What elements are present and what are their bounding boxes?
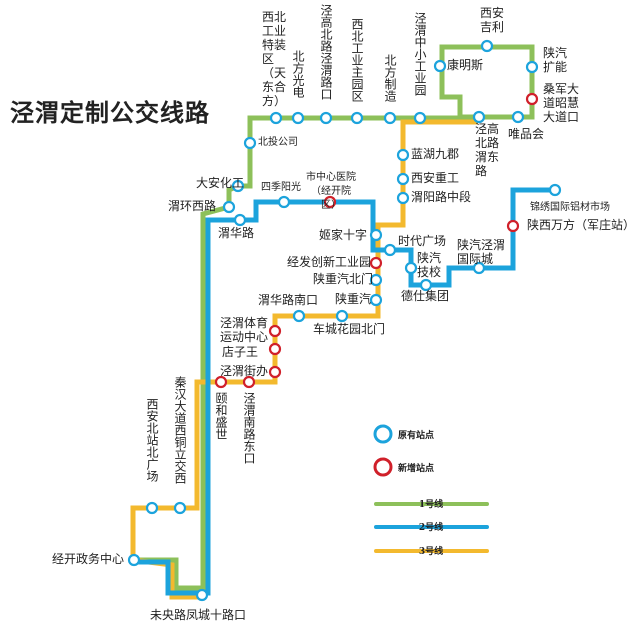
legend-new-station-icon [373,457,393,477]
station-label: 颐和盛世 [214,392,228,440]
station-marker[interactable] [243,136,257,150]
station-marker[interactable] [214,375,228,389]
station-marker[interactable] [268,342,282,356]
station-marker[interactable] [548,183,562,197]
station-marker[interactable] [472,261,486,275]
station-marker[interactable] [323,195,337,209]
station-marker[interactable] [145,501,159,515]
station-marker[interactable] [472,110,486,124]
station-marker[interactable] [369,293,383,307]
station-label: 车城花园北门 [313,322,386,336]
station-label: 未央路凤城十路口 [150,608,247,622]
station-marker[interactable] [396,191,410,205]
station-marker[interactable] [413,111,427,125]
station-label: 北方制造 [383,54,397,102]
station-label: 泾渭南路东口 [242,392,256,464]
station-marker[interactable] [292,309,306,323]
station-marker[interactable] [195,588,209,602]
station-marker[interactable] [242,375,256,389]
station-marker[interactable] [350,111,364,125]
legend-new-label: 新增站点 [398,464,435,474]
legend-line-2-label: 2号线 [418,523,444,533]
station-marker[interactable] [173,501,187,515]
station-label: 西安吉利 [480,6,505,34]
legend-original-label: 原有站点 [398,431,435,441]
station-label: 四季阳光 [261,182,301,193]
station-label: 泾高北路渭东路 [475,122,500,178]
station-label: 泾渭中小工业园 [413,12,427,96]
station-label: 渭华路 [218,226,255,240]
station-marker[interactable] [433,59,447,73]
station-label: 唯品会 [508,127,545,141]
station-label: 经开政务中心 [52,552,125,566]
station-marker[interactable] [404,261,418,275]
station-marker[interactable] [369,273,383,287]
station-label: 店子王 [222,345,259,359]
map-title: 泾渭定制公交线路 [10,99,210,127]
station-label: 渭阳路中段 [411,190,472,204]
station-label: 陕汽技校 [417,251,442,279]
station-label: 泾渭体育运动中心 [220,316,269,344]
station-marker[interactable] [335,309,349,323]
station-marker[interactable] [511,110,525,124]
station-label: 北投公司 [258,137,298,148]
station-label: 陕汽扩能 [543,46,568,74]
station-label: 西安重工 [411,171,460,185]
station-label: 蓝湖九郡 [411,147,460,161]
station-label: 泾高北路泾渭路口 [319,4,333,100]
station-marker[interactable] [277,195,291,209]
line-1 [134,44,535,591]
station-marker[interactable] [233,213,247,227]
station-label: 康明斯 [447,58,484,72]
station-marker[interactable] [268,365,282,379]
station-marker[interactable] [383,243,397,257]
station-marker[interactable] [369,256,383,270]
station-marker[interactable] [127,553,141,567]
station-marker[interactable] [480,39,494,53]
legend-line-1-label: 1号线 [418,500,444,510]
station-label: 西北工业主园区 [350,18,364,102]
station-marker[interactable] [506,219,520,233]
station-marker[interactable] [319,111,333,125]
station-marker[interactable] [396,172,410,186]
station-label: 秦汉大道西铜立交西 [173,376,187,484]
station-label: 姬家十字 [319,228,368,242]
legend-line-3-label: 3号线 [418,547,444,557]
station-marker[interactable] [419,278,433,292]
station-label: 陕重汽 [335,292,372,306]
station-label: 泾渭街办 [220,364,269,378]
station-label: 桑军大道昭慧大道口 [543,82,580,124]
line-2 [134,187,555,596]
station-marker[interactable] [269,111,283,125]
station-label: 渭环西路 [168,199,217,213]
station-label: 西安北站北广场 [145,398,159,482]
station-label: 锦绣国际铝材市场 [530,202,610,213]
station-label: 渭华路南口 [258,293,319,307]
station-label: 德仕集团 [401,289,450,303]
station-marker[interactable] [369,228,383,242]
station-label: 时代广场 [398,234,447,248]
station-marker[interactable] [222,200,236,214]
station-marker[interactable] [525,60,539,74]
station-label: 陕重汽北门 [313,272,374,286]
legend-original-station-icon [373,424,393,444]
station-label: 大安化工 [196,176,245,190]
station-label: 西北工业特装区（天东合方） [262,10,287,108]
station-marker[interactable] [291,111,305,125]
station-label: 陕西万方（军庄站） [527,218,636,232]
station-label: 陕汽泾渭国际城 [457,238,506,266]
station-marker[interactable] [383,111,397,125]
station-marker[interactable] [268,324,282,338]
station-label: 市中心医院（经开院区） [306,172,356,211]
station-marker[interactable] [231,179,245,193]
station-label: 经发创新工业园 [287,255,372,269]
station-label: 北方光电 [291,50,305,98]
station-marker[interactable] [525,92,539,106]
station-marker[interactable] [396,148,410,162]
